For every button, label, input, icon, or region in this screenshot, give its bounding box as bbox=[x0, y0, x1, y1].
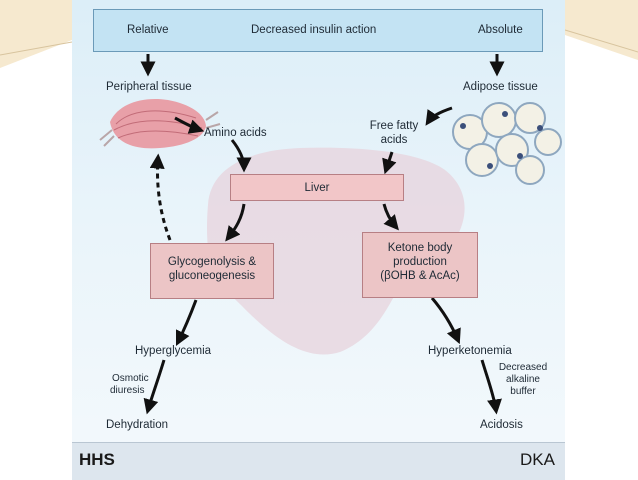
liver-label: Liver bbox=[304, 182, 330, 194]
label-buffer: buffer bbox=[510, 386, 536, 397]
liver-box: Liver bbox=[230, 174, 404, 201]
label-decreased: Decreased bbox=[498, 362, 548, 373]
header-decreased-insulin: Decreased insulin action bbox=[251, 24, 377, 36]
ketone-line-3: (βOHB & AcAc) bbox=[380, 270, 460, 282]
ketone-box: Ketone body production (βOHB & AcAc) bbox=[362, 232, 478, 298]
label-alkaline: alkaline bbox=[506, 374, 540, 385]
label-acidosis: Acidosis bbox=[480, 419, 523, 431]
header-relative: Relative bbox=[127, 24, 169, 36]
glycogenolysis-box: Glycogenolysis & gluconeogenesis bbox=[150, 243, 274, 299]
header-absolute: Absolute bbox=[478, 24, 523, 36]
arrow-ketone-hyperketonemia bbox=[430, 297, 461, 345]
arrow-glyco-hyperglycemia bbox=[175, 299, 198, 347]
label-amino-acids: Amino acids bbox=[204, 127, 267, 139]
glyco-line-2: gluconeogenesis bbox=[168, 270, 256, 282]
label-peripheral-tissue: Peripheral tissue bbox=[106, 81, 192, 93]
footer-hhs: HHS bbox=[79, 450, 115, 469]
ketone-line-2: production bbox=[393, 256, 447, 268]
label-free-fatty-acids-1: Free fatty bbox=[369, 120, 419, 132]
arrow-liver-ketone bbox=[382, 203, 399, 231]
arrow-hyperketonemia-acidosis bbox=[480, 359, 502, 415]
footer-bar bbox=[72, 442, 565, 480]
arrow-dashed-glyco-muscle bbox=[149, 153, 172, 241]
label-hyperketonemia: Hyperketonemia bbox=[428, 345, 512, 357]
ketone-line-1: Ketone body bbox=[387, 242, 453, 254]
label-dehydration: Dehydration bbox=[106, 419, 169, 431]
arrow-amino-liver bbox=[230, 139, 252, 173]
muscle-illustration bbox=[99, 98, 221, 149]
label-adipose-tissue: Adipose tissue bbox=[463, 81, 538, 93]
label-free-fatty-acids-2: acids bbox=[380, 134, 408, 146]
arrow-liver-glyco bbox=[225, 203, 246, 242]
label-osmotic: Osmotic bbox=[112, 373, 149, 384]
label-hyperglycemia: Hyperglycemia bbox=[135, 345, 212, 357]
footer-dka: DKA bbox=[520, 450, 555, 469]
adipose-illustration bbox=[452, 102, 562, 185]
glyco-line-1: Glycogenolysis & bbox=[167, 256, 257, 268]
arrow-hyperglycemia-dehydration bbox=[143, 359, 166, 415]
arrow-adipose-ffa bbox=[425, 106, 453, 126]
label-diuresis: diuresis bbox=[110, 385, 145, 396]
arrow-muscle-amino bbox=[174, 116, 205, 134]
arrow-ffa-liver bbox=[382, 151, 397, 175]
header-box bbox=[93, 9, 543, 52]
